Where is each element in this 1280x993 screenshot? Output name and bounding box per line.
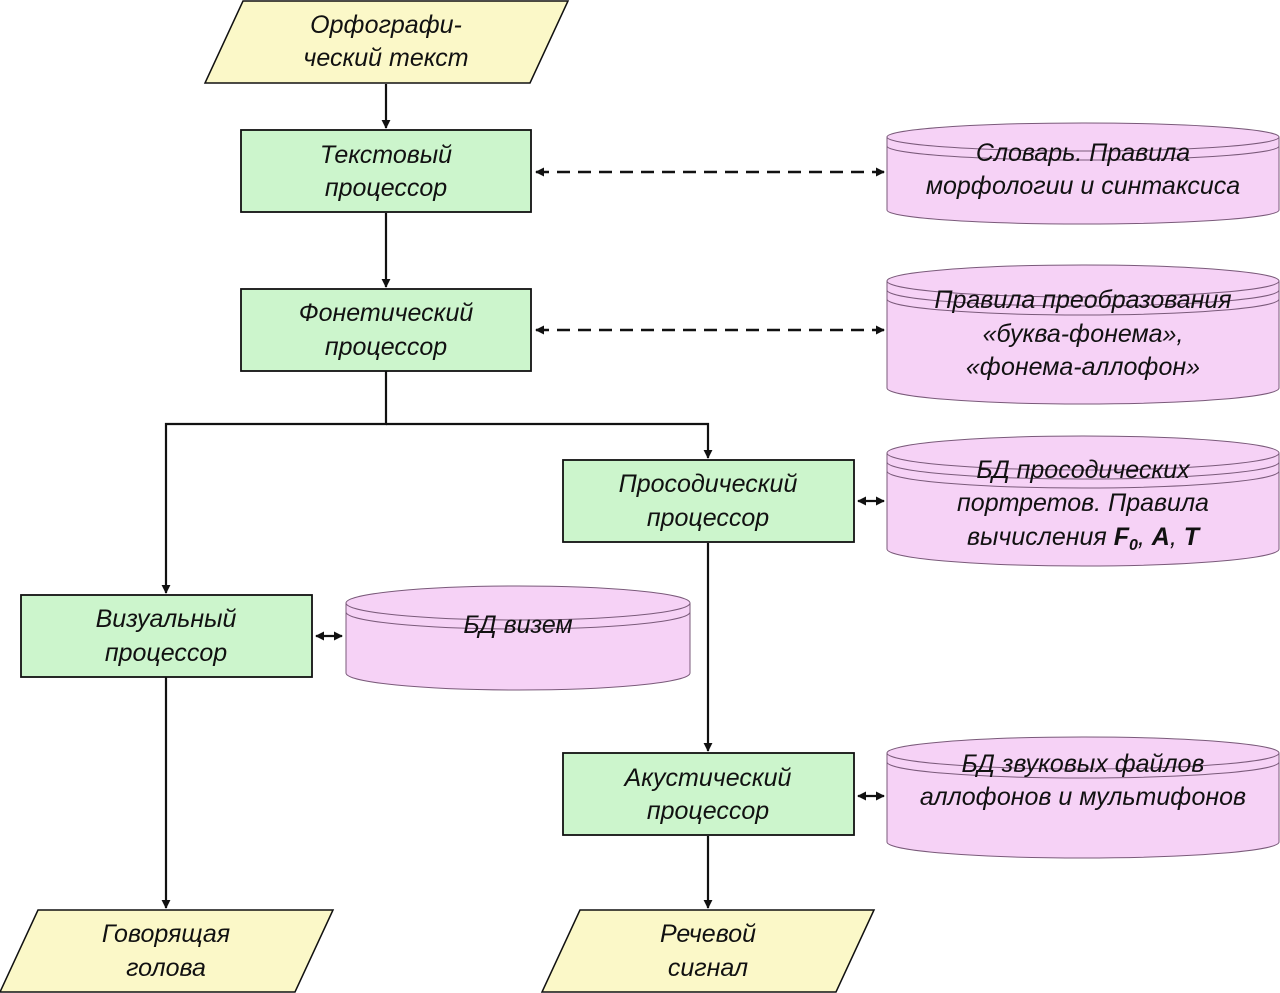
talking-head-line-1: Говорящая <box>102 920 230 948</box>
db-conversion-rules-line-3: «фонема-аллофон» <box>966 353 1200 381</box>
cylinder-band <box>886 280 1280 298</box>
db-conversion-rules-shape <box>886 264 1280 405</box>
cylinder-band <box>886 752 1280 770</box>
cylinder-body <box>886 122 1280 225</box>
talking-head-shape <box>0 909 335 993</box>
db-sound-files-shape <box>886 736 1280 859</box>
input-line-1: Орфографи- <box>310 11 462 39</box>
input-line-2: ческий текст <box>303 44 468 72</box>
db-visemes-shape <box>345 585 691 691</box>
db-prosody-t-symbol: T <box>1184 523 1202 551</box>
db-prosody: БД просодических портретов. Правила вычи… <box>886 435 1280 567</box>
acoustic-processor-line-2: процессор <box>647 797 769 825</box>
connectors <box>161 84 885 909</box>
text-processor-line-2: процессор <box>325 174 447 202</box>
visual-processor: Визуальный процессор <box>20 594 313 678</box>
db-sound-files-line-1: БД звуковых файлов <box>962 750 1205 778</box>
cylinder-body <box>886 264 1280 405</box>
input-orthographic-text: Орфографи- ческий текст <box>203 0 570 84</box>
db-prosody-sep-2: , <box>1170 523 1184 551</box>
db-dictionary: Словарь. Правила морфологии и синтаксиса <box>886 122 1280 225</box>
speech-signal-line-1: Речевой <box>660 920 756 948</box>
db-prosody-sep-1: , <box>1138 523 1152 551</box>
prosodic-processor-line-2: процессор <box>647 504 769 532</box>
input-shape <box>203 0 570 84</box>
speech-signal-shape <box>540 909 876 993</box>
cylinder-band <box>886 298 1280 316</box>
db-conversion-rules-line-2: «буква-фонема», <box>983 320 1184 348</box>
cylinder-band <box>345 611 691 630</box>
acoustic-processor-box <box>562 752 855 836</box>
db-prosody-f-symbol: F <box>1114 523 1130 551</box>
phonetic-processor-line-2: процессор <box>325 333 447 361</box>
prosodic-processor-line-1: Просодический <box>619 470 798 498</box>
text-processor: Текстовый процессор <box>240 129 532 213</box>
arrow-phonetic-to-visual <box>161 371 388 594</box>
text-processor-box <box>240 129 532 213</box>
text-processor-line-1: Текстовый <box>320 141 452 169</box>
db-prosody-line-3: вычисления F0, A, T <box>967 523 1202 554</box>
db-conversion-rules: Правила преобразования «буква-фонема», «… <box>886 264 1280 405</box>
db-dictionary-shape <box>886 122 1280 225</box>
arrow-phonetic-to-prosodic <box>386 422 713 459</box>
db-prosody-a-symbol: A <box>1151 523 1170 551</box>
cylinder-band <box>886 136 1280 152</box>
db-visemes: БД визем <box>345 585 691 691</box>
cylinder-band <box>886 761 1280 779</box>
speech-signal-line-2: сигнал <box>668 954 748 982</box>
output-speech-signal: Речевой сигнал <box>540 909 876 993</box>
phonetic-processor-box <box>240 288 532 372</box>
prosodic-processor: Просодический процессор <box>562 459 855 543</box>
db-prosody-f-subscript: 0 <box>1129 537 1138 554</box>
db-prosody-line-2: портретов. Правила <box>957 489 1209 517</box>
db-prosody-line-1: БД просодических <box>976 456 1191 484</box>
db-sound-files-line-2: аллофонов и мультифонов <box>920 783 1246 811</box>
db-conversion-rules-line-1: Правила преобразования <box>934 286 1231 314</box>
db-visemes-line-1: БД визем <box>463 611 572 639</box>
output-talking-head: Говорящая голова <box>0 909 335 993</box>
acoustic-processor: Акустический процессор <box>562 752 855 836</box>
db-prosody-line-3-prefix: вычисления <box>967 523 1114 551</box>
phonetic-processor: Фонетический процессор <box>240 288 532 372</box>
visual-processor-line-1: Визуальный <box>96 605 237 633</box>
db-dictionary-line-1: Словарь. Правила <box>976 139 1190 167</box>
cylinder-band <box>886 289 1280 307</box>
prosodic-processor-box <box>562 459 855 543</box>
visual-processor-line-2: процессор <box>105 639 227 667</box>
cylinder-band <box>345 602 691 621</box>
cylinder-band <box>886 145 1280 161</box>
db-dictionary-line-2: морфологии и синтаксиса <box>926 172 1240 200</box>
phonetic-processor-line-1: Фонетический <box>299 299 474 327</box>
cylinder-body <box>345 585 691 691</box>
talking-head-line-2: голова <box>126 954 206 982</box>
visual-processor-box <box>20 594 313 678</box>
db-sound-files: БД звуковых файлов аллофонов и мультифон… <box>886 736 1280 859</box>
cylinder-body <box>886 435 1280 567</box>
acoustic-processor-line-1: Акустический <box>623 764 792 792</box>
cylinder-band <box>886 470 1280 489</box>
db-prosody-shape <box>886 435 1280 567</box>
cylinder-band <box>886 452 1280 471</box>
cylinder-band <box>886 461 1280 480</box>
